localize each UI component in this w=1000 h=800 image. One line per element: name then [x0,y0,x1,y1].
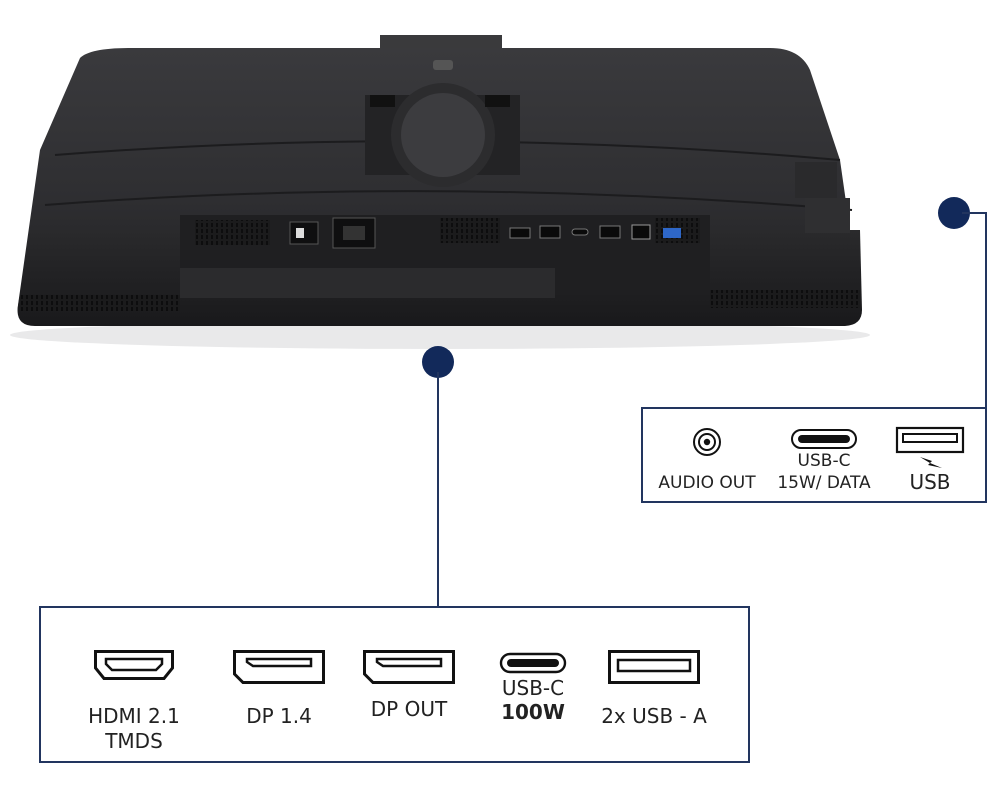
callout-line-top-h [962,212,987,214]
callout-line-bottom-v [437,372,439,608]
usb-c-100w-icon [499,652,567,674]
usb-label: USB [909,470,951,494]
usb-a-label: 2x USB - A [601,704,707,728]
hdmi-sublabel: TMDS [105,729,163,753]
audio-jack-icon [693,428,721,456]
usb-c-label: USB-C [797,451,851,471]
usb-c-icon [791,429,857,449]
usb-c-100w-label: USB-C [501,676,565,700]
callout-line-top-v [985,212,987,409]
usb-a-charging-icon [895,426,965,468]
rear-ports-panel: HDMI 2.1 TMDS DP 1.4 DP OUT USB-C 100W 2… [39,606,750,763]
usb-c-power-label: 100W [501,700,565,724]
usb-c-sublabel: 15W/ DATA [777,473,871,493]
side-ports-panel: AUDIO OUT USB-C 15W/ DATA USB [641,407,987,503]
monitor-rear-illustration [10,35,870,349]
hdmi-icon [94,650,174,680]
displayport-out-icon [363,650,455,684]
usb-a-icon [608,650,700,684]
audio-out-label: AUDIO OUT [658,473,756,493]
hdmi-label: HDMI 2.1 [88,704,180,728]
dp-out-label: DP OUT [370,697,448,721]
displayport-icon [233,650,325,684]
dp-label: DP 1.4 [246,704,312,728]
